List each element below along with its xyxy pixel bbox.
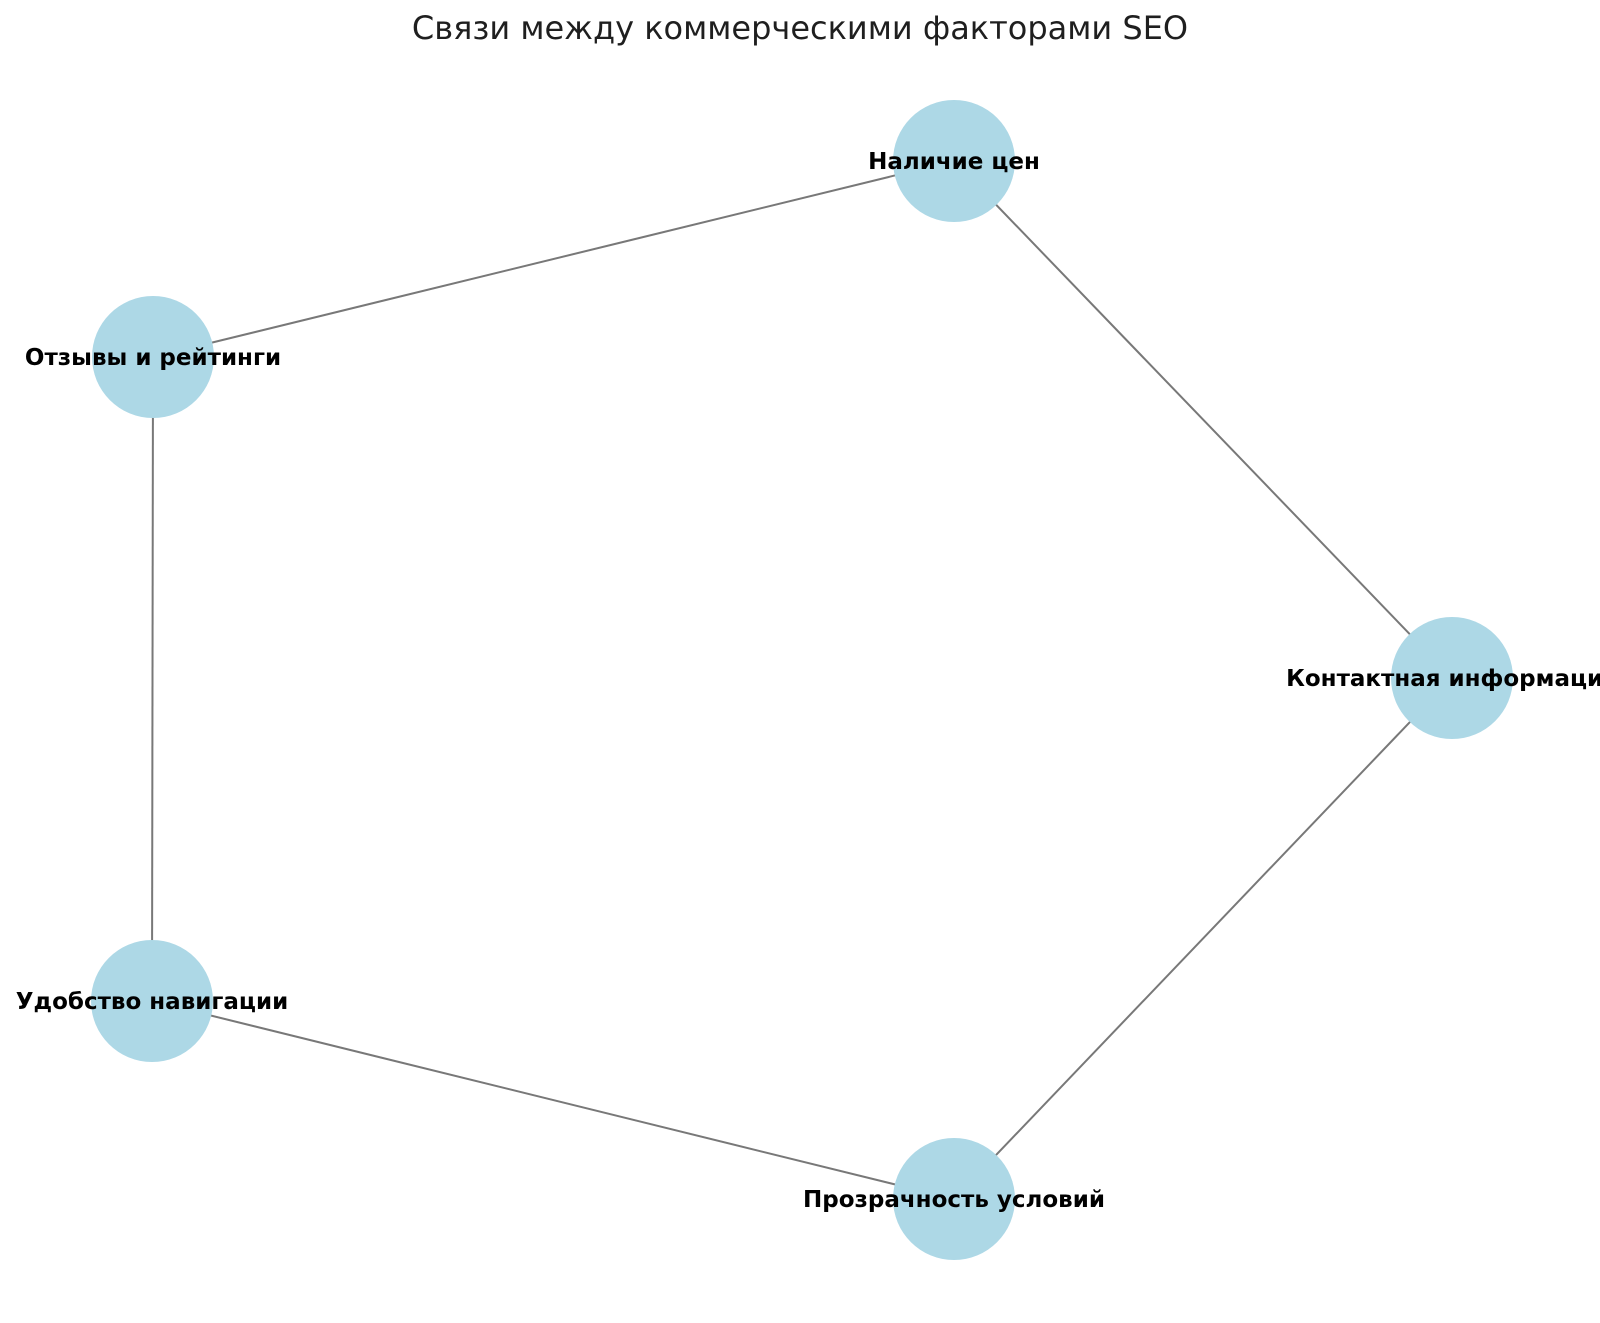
graph-node-label-price-availability: Наличие цен: [868, 149, 1040, 175]
graph-node-navigation-usability: [91, 940, 213, 1062]
graph-node-label-navigation-usability: Удобство навигации: [16, 989, 288, 1015]
edge-price-availability--reviews-ratings: [152, 160, 955, 358]
chart-title: Связи между коммерческими факторами SEO: [412, 9, 1188, 47]
edge-navigation-usability--terms-transparency: [151, 1000, 955, 1200]
graph-node-label-reviews-ratings: Отзывы и рейтинги: [25, 345, 281, 371]
graph-node-reviews-ratings: [92, 296, 214, 418]
graph-node-terms-transparency: [893, 1138, 1015, 1260]
edge-price-availability--contact-info: [953, 160, 1453, 679]
graph-node-label-contact-info: Контактная информация: [1286, 666, 1600, 692]
edge-reviews-ratings--navigation-usability: [151, 356, 154, 1002]
graph-node-contact-info: [1391, 617, 1513, 739]
edges-layer: [151, 160, 1453, 1200]
nodes-layer: [91, 100, 1513, 1260]
graph-node-label-terms-transparency: Прозрачность условий: [803, 1187, 1105, 1213]
graph-node-price-availability: [893, 100, 1015, 222]
edge-terms-transparency--contact-info: [953, 677, 1453, 1200]
